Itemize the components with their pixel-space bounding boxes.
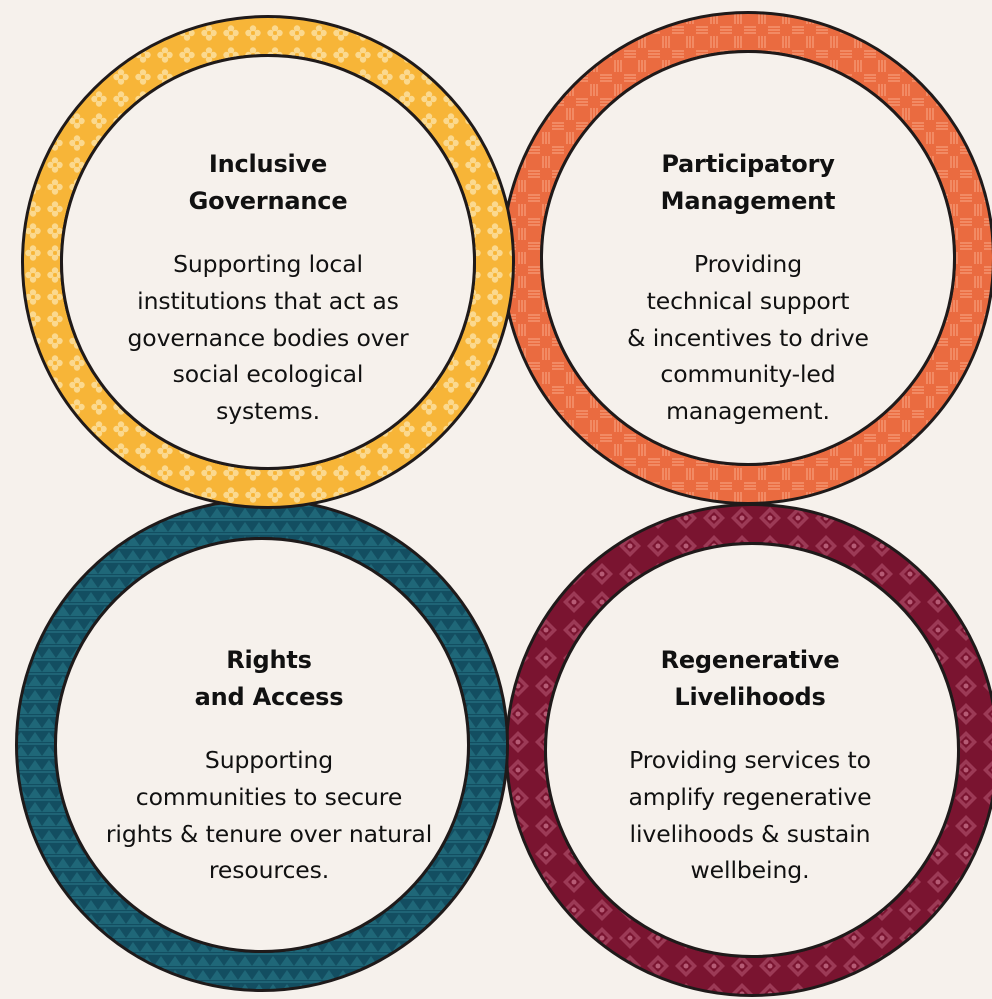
livelihoods-inner-disc	[544, 542, 960, 958]
body-line: community-led	[660, 360, 836, 389]
rights-ring-band	[18, 501, 506, 989]
body-line: governance bodies over	[127, 323, 409, 352]
title-line: Governance	[188, 187, 348, 215]
governance-title: Inclusive Governance	[118, 146, 418, 220]
body-line: social ecological	[172, 360, 364, 389]
body-line: resources.	[208, 856, 330, 885]
rights-inner-disc	[54, 537, 470, 953]
title-line: Participatory	[661, 150, 835, 178]
body-line: institutions that act as	[137, 286, 399, 315]
management-ring	[501, 11, 992, 505]
rights-title: Rights and Access	[104, 642, 434, 716]
livelihoods-description: Providing services to amplify regenerati…	[600, 742, 900, 889]
rights-label: Rights and Access Supporting communities…	[104, 642, 434, 889]
body-line: communities to secure	[135, 782, 403, 811]
rights-ring	[15, 498, 509, 992]
body-line: Providing	[693, 250, 803, 278]
management-label: Participatory Management Providing techn…	[598, 146, 898, 430]
title-line: Management	[660, 187, 836, 215]
title-line: Regenerative	[660, 646, 840, 674]
livelihoods-ring-band	[508, 506, 992, 994]
governance-ring	[21, 15, 515, 509]
body-line: management.	[666, 397, 830, 426]
livelihoods-ring	[505, 503, 992, 997]
governance-ring-band	[24, 18, 512, 506]
livelihoods-label: Regenerative Livelihoods Providing servi…	[600, 642, 900, 889]
title-line: Livelihoods	[674, 683, 826, 711]
rights-description: Supporting communities to secure rights …	[104, 742, 434, 889]
livelihoods-title: Regenerative Livelihoods	[600, 642, 900, 716]
body-line: technical support	[646, 286, 850, 315]
body-line: Supporting	[204, 746, 334, 774]
title-line: and Access	[194, 683, 344, 711]
governance-label: Inclusive Governance Supporting local in…	[118, 146, 418, 430]
body-line: wellbeing.	[690, 856, 810, 885]
title-line: Inclusive	[208, 150, 328, 178]
body-line: Supporting local	[173, 250, 363, 278]
title-line: Rights	[226, 646, 312, 674]
management-title: Participatory Management	[598, 146, 898, 220]
body-line: amplify regenerative	[628, 782, 872, 811]
governance-inner-disc	[60, 54, 476, 470]
body-line: & incentives to drive	[627, 323, 869, 352]
management-inner-disc	[540, 50, 956, 466]
body-line: rights & tenure over natural	[105, 819, 433, 848]
governance-description: Supporting local institutions that act a…	[118, 246, 418, 430]
management-description: Providing technical support & incentives…	[598, 246, 898, 430]
management-ring-band	[504, 14, 992, 502]
body-line: systems.	[216, 397, 320, 426]
body-line: livelihoods & sustain	[629, 819, 871, 848]
body-line: Providing services to	[629, 746, 871, 774]
